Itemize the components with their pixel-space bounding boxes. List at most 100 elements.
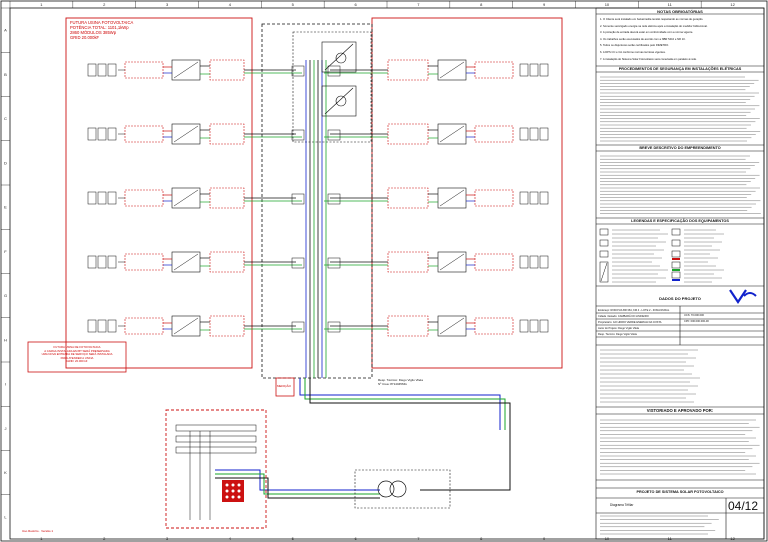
row-label: H bbox=[4, 337, 7, 342]
note-item: 3. A proteção de entrada deverá estar em… bbox=[600, 31, 694, 35]
inverter-symbol bbox=[439, 317, 465, 335]
ucs-label: UCS: 70.000.000 bbox=[684, 313, 704, 317]
body-text-lines bbox=[600, 76, 761, 535]
column-label: 3 bbox=[166, 536, 169, 541]
row-label: A bbox=[4, 28, 7, 33]
red-note-line-5: GRID: 20.000 kF bbox=[66, 359, 88, 364]
project-title: DADOS DO PROJETO bbox=[659, 296, 701, 301]
ac-protection-frame bbox=[209, 315, 245, 337]
sheet-number: 04/12 bbox=[728, 499, 759, 513]
project-row: Proprietário: GO HIDRO VERDE ENERGIA DA … bbox=[598, 321, 662, 324]
column-label: 2 bbox=[103, 2, 106, 7]
inverter-rows-left bbox=[87, 59, 305, 337]
column-label: 9 bbox=[543, 536, 546, 541]
column-label: 10 bbox=[605, 536, 610, 541]
inverter-symbol bbox=[173, 189, 199, 207]
legend-color-chips bbox=[672, 258, 680, 281]
inverter-box bbox=[171, 59, 201, 81]
description-title: BREVE DESCRITIVO DO EMPREENDIMENTO bbox=[639, 145, 721, 150]
column-label: 10 bbox=[605, 2, 610, 7]
inverter-box bbox=[171, 123, 201, 145]
red-note-line-3: UMA NOVA ENTRADA DE SERVIÇO SERÁ INSTALA… bbox=[41, 352, 113, 357]
column-label: 4 bbox=[229, 536, 232, 541]
column-label: 8 bbox=[480, 536, 483, 541]
pv-string-box bbox=[529, 319, 539, 333]
breaker-box bbox=[291, 65, 305, 77]
approval-title: VISTORIADO E APROVADO POR: bbox=[646, 407, 714, 413]
pv-string-box bbox=[87, 63, 97, 77]
red-note-frame bbox=[27, 341, 127, 373]
row-label: D bbox=[4, 160, 7, 165]
signature-reg: Nº Crea: 8714045MG bbox=[378, 382, 407, 386]
column-label: 4 bbox=[229, 2, 232, 7]
row-label: I bbox=[5, 382, 6, 387]
red-note: FUTURA USINA DE FOTOVOLTAICA A CARGA INS… bbox=[30, 345, 124, 364]
pv-array-left-frame bbox=[65, 17, 253, 369]
note-item: 4. Os trabalhos serão executados de acor… bbox=[600, 37, 686, 41]
project-row: Resp. Técnico: Diego Vigilo Vilela bbox=[598, 333, 637, 336]
inverter-string-group-right bbox=[324, 123, 549, 145]
inverter-symbol bbox=[439, 253, 465, 271]
breaker-box bbox=[327, 193, 341, 205]
inverter-string-group-right bbox=[324, 315, 549, 337]
pv-note-line-1: FUTURA USINA FOTOVOLTAICA bbox=[70, 20, 134, 25]
inverter-box bbox=[171, 251, 201, 273]
pv-string-box bbox=[97, 191, 107, 205]
column-label: 8 bbox=[480, 2, 483, 7]
inverter-string-group-left bbox=[87, 315, 305, 337]
signature-block: Resp. Técnico: Diego Vigilo Vilela Nº Cr… bbox=[378, 378, 423, 386]
meter-transformer-symbol bbox=[377, 480, 407, 498]
column-label: 7 bbox=[417, 536, 420, 541]
breaker-box bbox=[291, 257, 305, 269]
pv-note-line-4: GRID 20.000kF bbox=[70, 35, 100, 40]
project-row: Autor do Projeto: Diego Vigilo Vilela bbox=[598, 327, 639, 330]
pv-string-box bbox=[519, 319, 529, 333]
meter-box-frame bbox=[354, 469, 451, 509]
pv-string-box bbox=[97, 63, 107, 77]
entrance-panel-frame bbox=[165, 409, 267, 529]
ac-protection-frame bbox=[209, 59, 245, 81]
right-panel-frames bbox=[595, 7, 765, 540]
pv-string-box bbox=[539, 255, 549, 269]
breaker-box bbox=[291, 193, 305, 205]
inverter-string-group-right bbox=[324, 59, 549, 81]
project-row: Cidade / Estado: CAMBARÁ DO LIMOEIRO bbox=[598, 315, 649, 318]
inverter-string-group-left bbox=[87, 123, 305, 145]
pv-string-box bbox=[519, 255, 529, 269]
row-label: F bbox=[4, 249, 7, 254]
breaker-box bbox=[327, 257, 341, 269]
breaker-box bbox=[327, 129, 341, 141]
breaker-box bbox=[327, 65, 341, 77]
red-note-line-2: A CARGA INSTALADA EM BT SERÁ PRESERVADA bbox=[44, 348, 110, 353]
signature-name: Resp. Técnico: Diego Vigilo Vilela bbox=[378, 378, 423, 382]
string-box-frame bbox=[124, 317, 164, 335]
column-label: 6 bbox=[354, 2, 357, 7]
row-label: L bbox=[4, 514, 7, 519]
pv-string-box bbox=[87, 191, 97, 205]
red-note-line-1: FUTURA USINA DE FOTOVOLTAICA bbox=[53, 345, 101, 349]
string-box-frame bbox=[124, 253, 164, 271]
string-box-frame bbox=[474, 125, 514, 143]
inverter-symbol bbox=[439, 61, 465, 79]
string-box-frame bbox=[474, 189, 514, 207]
pv-string-box bbox=[539, 63, 549, 77]
pv-string-box bbox=[519, 63, 529, 77]
inverter-symbol bbox=[439, 189, 465, 207]
pv-string-box bbox=[539, 127, 549, 141]
note-item: 1. O Cliente será instalado em baixa/méd… bbox=[600, 18, 704, 21]
ac-protection-frame bbox=[387, 251, 429, 273]
inverter-symbol bbox=[173, 253, 199, 271]
pv-string-box bbox=[97, 127, 107, 141]
string-box-frame bbox=[474, 61, 514, 79]
column-label: 1 bbox=[40, 2, 43, 7]
pv-string-box bbox=[107, 63, 117, 77]
row-label: E bbox=[4, 205, 7, 210]
ac-protection-frame bbox=[387, 123, 429, 145]
inverter-string-group-left bbox=[87, 187, 305, 209]
pv-string-box bbox=[529, 127, 539, 141]
pv-string-box bbox=[519, 191, 529, 205]
breaker-box bbox=[291, 129, 305, 141]
